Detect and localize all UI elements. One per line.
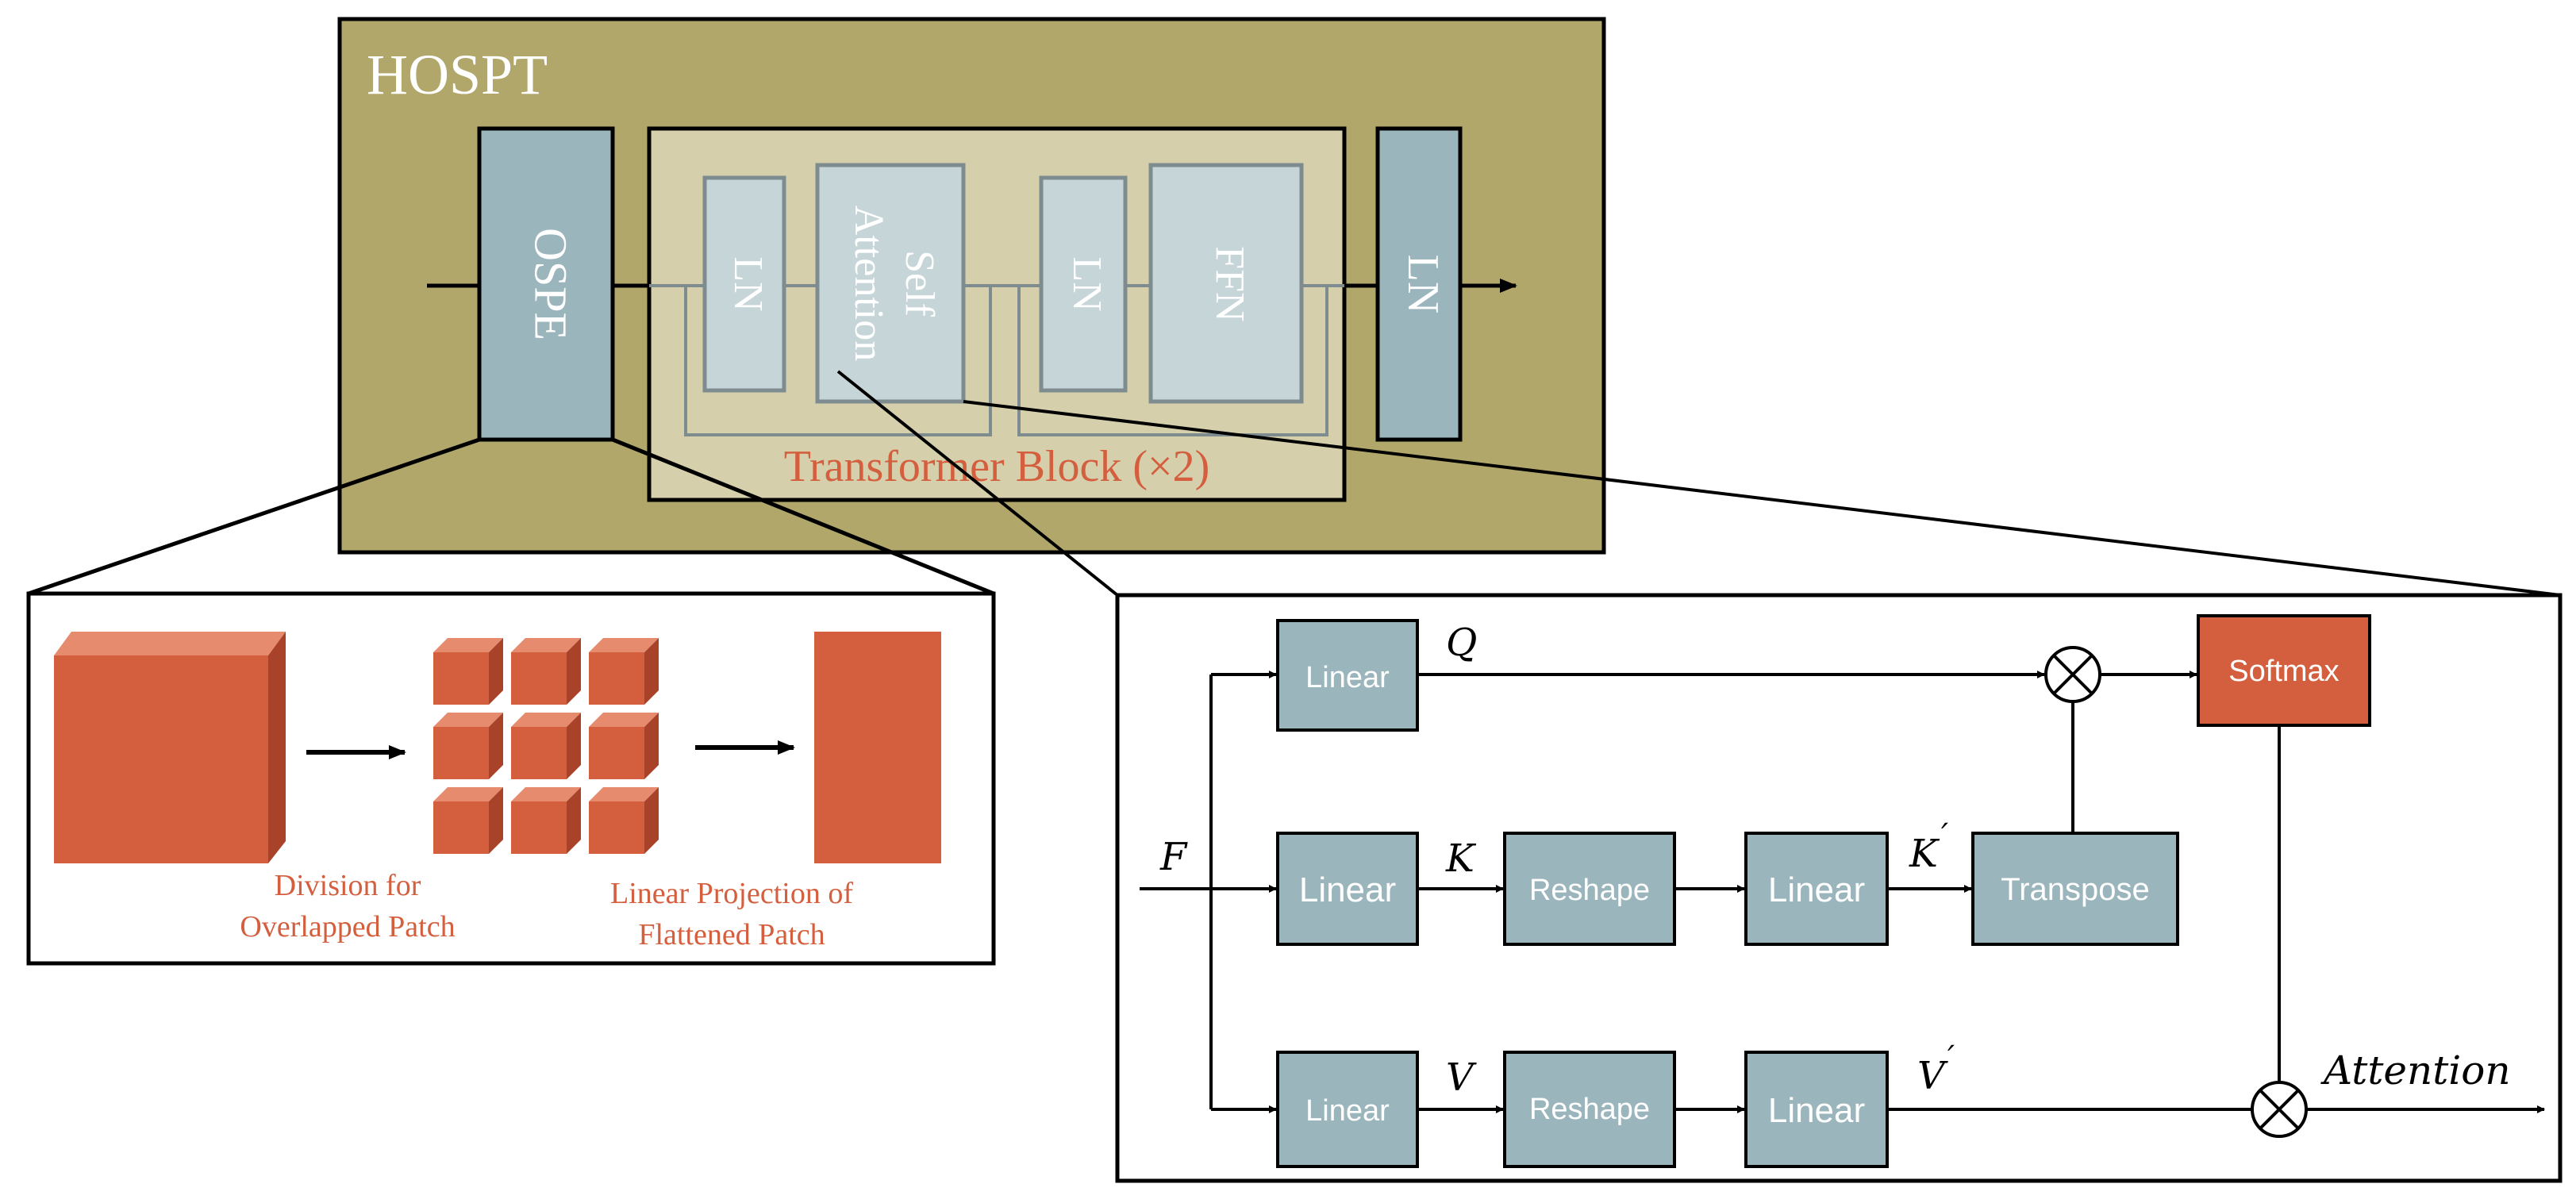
softmax-label: Softmax bbox=[2228, 655, 2339, 688]
linear-k2-block bbox=[1744, 832, 1889, 946]
patch-cube bbox=[511, 713, 581, 779]
self-attention-label-line1: Self bbox=[897, 250, 942, 317]
patch-cube bbox=[589, 638, 659, 705]
self-attention-label-line2: Attention bbox=[846, 206, 891, 361]
patch-cube bbox=[433, 713, 503, 779]
patch-cube bbox=[433, 638, 503, 705]
self-attention-block bbox=[815, 163, 966, 404]
attention-output-label: Attention bbox=[2320, 1047, 2511, 1093]
reshape-k-label: Reshape bbox=[1529, 874, 1650, 907]
linear-v2-block bbox=[1744, 1051, 1889, 1168]
hospt-module: HOSPT OSPE LN Self Attention bbox=[337, 17, 1606, 555]
multiply-node-av bbox=[2251, 1081, 2308, 1138]
v-label: V bbox=[1446, 1055, 1477, 1100]
ln-block-2 bbox=[1039, 175, 1128, 393]
k-prime-mark: ′ bbox=[1941, 817, 1948, 854]
projection-label-line2: Flattened Patch bbox=[638, 918, 825, 951]
input-feature-cube bbox=[54, 632, 286, 863]
k-prime-label: K bbox=[1909, 832, 1940, 876]
reshape-k-block bbox=[1503, 832, 1676, 946]
ln-2-label: LN bbox=[1064, 256, 1109, 311]
ln-block-1 bbox=[702, 175, 786, 393]
k-label: K bbox=[1445, 836, 1477, 881]
patch-panel: Division for Overlapped Patch Linear Pro… bbox=[26, 591, 996, 966]
patch-cube bbox=[589, 713, 659, 779]
linear-k2-label: Linear bbox=[1768, 871, 1865, 909]
q-label: Q bbox=[1446, 621, 1477, 665]
linear-v-block bbox=[1276, 1051, 1419, 1168]
attention-panel: Linear Linear Linear Reshape Reshape Lin… bbox=[1115, 593, 2563, 1183]
patch-cube bbox=[589, 787, 659, 854]
overlapped-patches bbox=[433, 638, 659, 854]
linear-q-block bbox=[1276, 619, 1419, 732]
multiply-node-qk bbox=[2044, 646, 2101, 703]
ospe-block bbox=[477, 126, 615, 442]
patch-cube bbox=[433, 787, 503, 854]
linear-q-label: Linear bbox=[1305, 661, 1390, 694]
zoom-connectors-attention bbox=[836, 370, 2561, 597]
ffn-block bbox=[1148, 163, 1304, 404]
reshape-v-label: Reshape bbox=[1529, 1093, 1650, 1126]
softmax-block bbox=[2197, 614, 2371, 727]
residual-connections bbox=[649, 284, 1344, 436]
input-f-label: F bbox=[1159, 835, 1188, 879]
linear-v-label: Linear bbox=[1305, 1094, 1390, 1128]
ln-3-label: LN bbox=[1398, 255, 1448, 314]
ln-block-3 bbox=[1375, 126, 1463, 442]
ospe-label: OSPE bbox=[525, 228, 577, 340]
projection-label-line1: Linear Projection of bbox=[610, 877, 853, 910]
patch-cube bbox=[511, 638, 581, 705]
division-label-line1: Division for bbox=[275, 869, 421, 902]
v-prime-label: V bbox=[1917, 1054, 1948, 1098]
transpose-block bbox=[1971, 832, 2179, 946]
transformer-block-label: Transformer Block (×2) bbox=[784, 442, 1210, 491]
reshape-v-block bbox=[1503, 1051, 1676, 1168]
attention-wires bbox=[1140, 671, 2545, 1113]
ffn-label: FFN bbox=[1207, 246, 1252, 321]
ln-1-label: LN bbox=[725, 256, 771, 311]
linear-v2-label: Linear bbox=[1768, 1091, 1865, 1130]
flattened-patch bbox=[814, 632, 941, 863]
patch-cube bbox=[511, 787, 581, 854]
zoom-connectors bbox=[28, 437, 994, 596]
hospt-title: HOSPT bbox=[367, 43, 548, 106]
v-prime-mark: ′ bbox=[1947, 1040, 1955, 1076]
division-label-line2: Overlapped Patch bbox=[240, 910, 455, 944]
transpose-label: Transpose bbox=[2001, 872, 2150, 907]
linear-k-block bbox=[1276, 832, 1419, 946]
linear-k-label: Linear bbox=[1299, 871, 1396, 909]
